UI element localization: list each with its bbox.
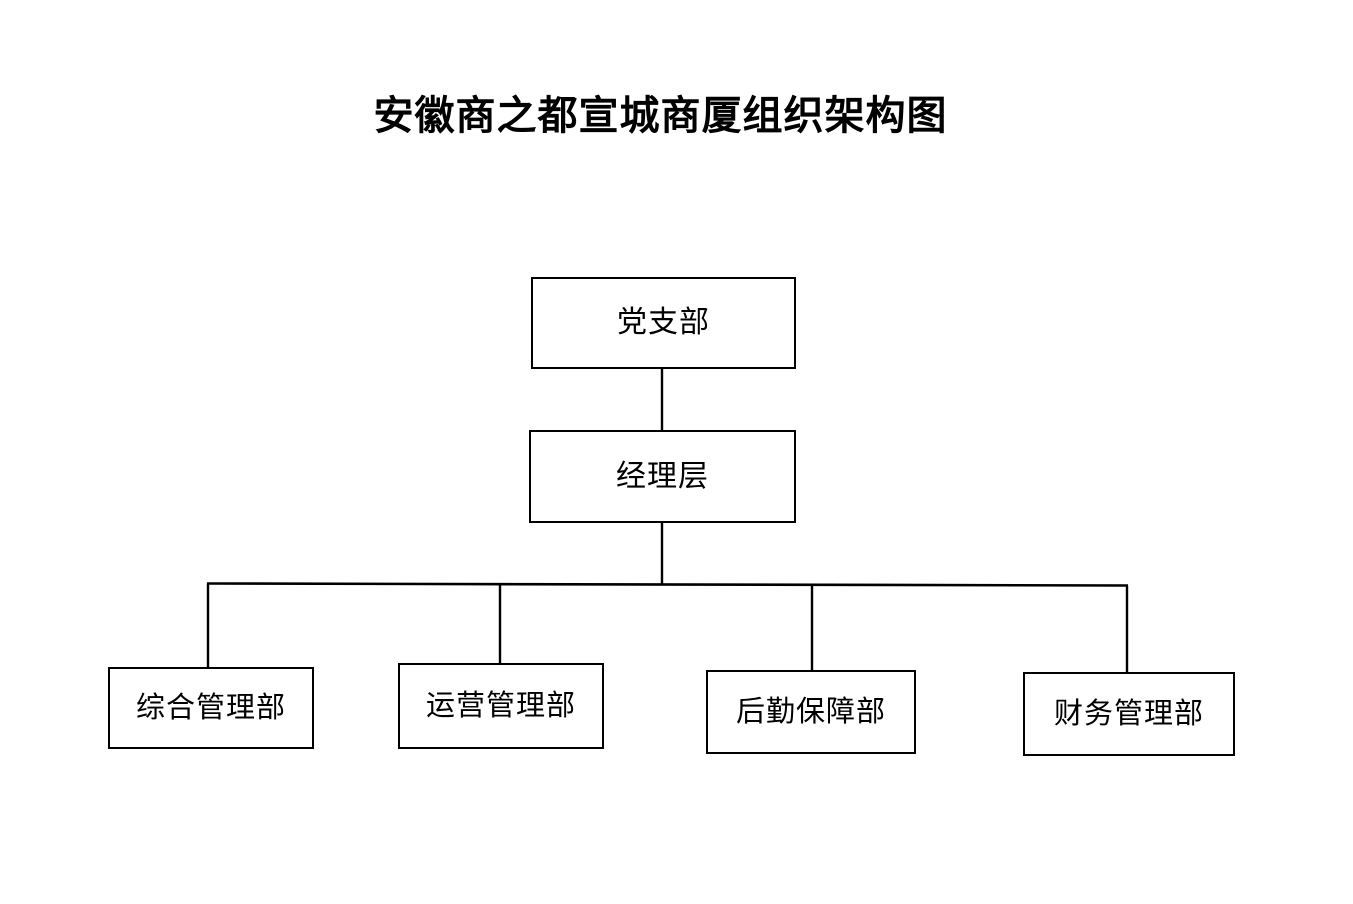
org-node-party-branch[interactable]: 党支部 [531, 277, 796, 369]
org-node-manager-level[interactable]: 经理层 [529, 430, 796, 523]
org-node-department-finance[interactable]: 财务管理部 [1023, 672, 1235, 756]
page-title: 安徽商之都宣城商厦组织架构图 [0, 94, 1353, 138]
org-node-label: 党支部 [617, 306, 710, 339]
org-node-department-comprehensive[interactable]: 综合管理部 [108, 667, 314, 749]
org-node-label: 运营管理部 [425, 689, 576, 722]
page-title-text: 安徽商之都宣城商厦组织架构图 [373, 93, 948, 138]
org-node-label: 财务管理部 [1053, 697, 1204, 730]
org-node-label: 综合管理部 [135, 691, 286, 724]
org-node-label: 经理层 [616, 459, 709, 493]
org-node-department-logistics[interactable]: 后勤保障部 [706, 670, 916, 754]
org-node-label: 后勤保障部 [735, 695, 886, 728]
org-node-department-operations[interactable]: 运营管理部 [398, 663, 604, 749]
connector-horizontal-bus [206, 582, 1129, 587]
